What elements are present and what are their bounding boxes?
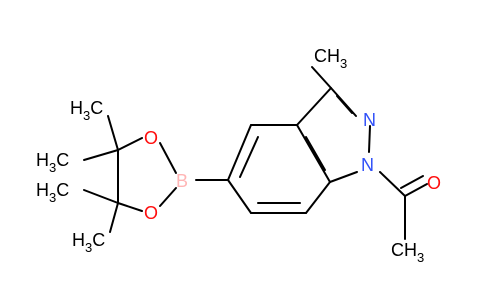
bond-c5-c6 [227,179,252,214]
atom-h3c-bottom: H3C [72,230,105,255]
bond-b-o-lower [159,187,177,207]
bond-c4-c5-inner [239,136,259,178]
bond-lower-methyl-1 [83,189,119,204]
atom-o-upper: O [144,128,158,148]
atom-n2: N [363,110,376,130]
atom-o-acetyl: O [427,173,441,193]
bond-c3-methyl [311,66,332,89]
atom-ch3-acetyl: CH3 [391,240,424,265]
bond-acetyl-co-inner [400,175,424,189]
atom-o-lower: O [144,203,158,223]
bond-upper-methyl-1 [107,115,119,151]
atom-labels: CH3 N N O B O O H3C H3C H3C H3C CH3 [36,46,441,265]
bond-o-c-lower [117,202,143,212]
atom-n1: N [361,155,374,175]
bond-c4-c5 [227,124,252,181]
atom-h3c-mid-left-1: H3C [36,150,69,175]
bond-acetyl-co [404,183,428,197]
bond-c3-c3a [296,87,332,126]
atom-ch3-top: CH3 [314,46,347,71]
bond-c3a-c7a-inner [305,136,326,171]
bond-o-c-upper [117,137,143,151]
atom-h3c-mid-left-2: H3C [36,180,69,205]
bond-lower-methyl-2 [109,202,119,233]
bonds [83,66,428,240]
bond-c3a-c7a [296,124,331,183]
bond-b-o-upper [159,142,177,174]
bond-n1-acetyl [379,171,406,197]
atom-h3c-top-left: H3C [70,98,103,123]
atom-b: B [176,171,188,191]
bond-n2-n1 [368,125,371,153]
bond-c7-c7a [305,181,331,214]
bond-n1-c7a [329,171,358,183]
bond-c3-n2-inner [336,95,353,114]
bond-upper-methyl-2 [83,149,119,161]
